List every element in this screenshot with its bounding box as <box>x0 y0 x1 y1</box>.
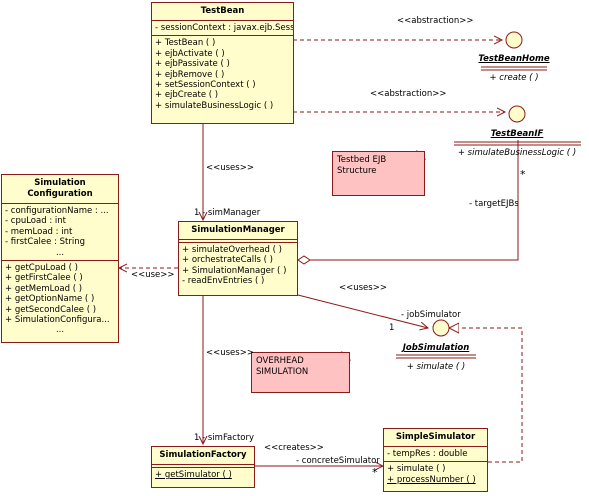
attribute: - cpuLoad : int <box>5 216 66 227</box>
attribute: ... <box>55 247 65 258</box>
simulation-factory-class[interactable]: SimulationFactory + getSimulator ( ) <box>151 446 255 488</box>
uses-jobsim-line <box>293 293 428 328</box>
note-line: OVERHEAD <box>256 356 304 366</box>
jobsimulation-name: JobSimulation <box>402 343 470 353</box>
creates-label: <<creates>> <box>264 443 324 453</box>
multiplicity-label: * <box>372 466 378 479</box>
operation: + ejbPassivate ( ) <box>155 59 230 70</box>
attribute: - memLoad : int <box>5 226 73 237</box>
jobsimulation-operation: + simulate ( ) <box>406 362 466 372</box>
simulation-manager-class[interactable]: SimulationManager + simulateOverhead ( )… <box>178 221 298 296</box>
uses-label: <<uses>> <box>206 163 254 173</box>
realization-line <box>449 328 523 463</box>
role-label: - concreteSimulator <box>296 456 380 466</box>
uses-label: <<uses>> <box>339 283 387 293</box>
operation: + SimulationManager ( ) <box>182 265 287 276</box>
targetejbs-line <box>298 140 519 261</box>
operation: + simulateBusinessLogic ( ) <box>155 100 274 111</box>
operation: + getCpuLoad ( ) <box>5 263 78 274</box>
note-line: Structure <box>337 165 377 176</box>
simconfig-operations: + getCpuLoad ( ) + getFirstCalee ( ) + g… <box>2 261 118 338</box>
simmanager-operations: + simulateOverhead ( ) + orchestrateCall… <box>179 243 297 289</box>
simfactory-name: SimulationFactory <box>152 447 254 465</box>
simmanager-attributes <box>179 240 297 243</box>
testbeanif-icon <box>508 105 526 123</box>
operation: + ejbRemove ( ) <box>155 69 225 80</box>
note-line: SIMULATION <box>256 366 309 377</box>
operation: + setSessionContext ( ) <box>155 80 256 91</box>
operation: ... <box>55 325 65 336</box>
simconfig-name: Simulation Configuration <box>2 175 118 204</box>
note-line: Testbed EJB <box>337 155 387 165</box>
simplesimulator-name: SimpleSimulator <box>384 429 487 447</box>
operation: + ejbCreate ( ) <box>155 90 219 101</box>
use-label: <<use>> <box>131 270 175 280</box>
simple-simulator-class[interactable]: SimpleSimulator - tempRes : double + sim… <box>383 428 488 492</box>
operation: + getSimulator ( ) <box>155 470 232 480</box>
operation: + simulate ( ) <box>387 464 446 475</box>
operation: + getSecondCalee ( ) <box>5 304 97 315</box>
testbean-name: TestBean <box>152 3 293 21</box>
abstraction-label: <<abstraction>> <box>370 89 447 99</box>
jobsimulation-interface[interactable]: JobSimulation + simulate ( ) <box>390 343 482 373</box>
attribute: - tempRes : double <box>387 449 468 459</box>
note-testbed: Testbed EJB Structure <box>332 151 425 196</box>
testbean-class[interactable]: TestBean - sessionContext : javax.ejb.Se… <box>151 2 294 124</box>
operation: + orchestrateCalls ( ) <box>182 255 273 266</box>
simulation-configuration-class[interactable]: Simulation Configuration - configuration… <box>1 174 119 343</box>
abstraction-label: <<abstraction>> <box>397 16 474 26</box>
attribute: - firstCalee : String <box>5 237 85 248</box>
attribute: - sessionContext : javax.ejb.SessionCont… <box>155 23 293 33</box>
simplesimulator-operations: + simulate ( ) + processNumber ( ) <box>384 462 487 487</box>
operation: + getMemLoad ( ) <box>5 283 83 294</box>
simfactory-operations: + getSimulator ( ) <box>152 468 254 482</box>
testbeanif-name: TestBeanIF <box>490 129 544 139</box>
multiplicity-label: * <box>520 168 526 181</box>
testbean-operations: + TestBean ( ) + ejbActivate ( ) + ejbPa… <box>152 36 293 113</box>
simplesimulator-attributes: - tempRes : double <box>384 447 487 463</box>
role-label: - targetEJBs <box>469 199 519 209</box>
uses-label: <<uses>> <box>206 348 254 358</box>
testbeanhome-name: TestBeanHome <box>478 54 550 64</box>
role-label: 1 - simFactory <box>194 433 254 443</box>
attribute: - configurationName : ... <box>5 206 109 216</box>
testbeanhome-interface[interactable]: TestBeanHome + create ( ) <box>474 54 554 84</box>
operation: + ejbActivate ( ) <box>155 48 225 59</box>
operation: + getFirstCalee ( ) <box>5 273 83 284</box>
note-overhead: OVERHEAD SIMULATION <box>251 352 350 393</box>
testbeanif-interface[interactable]: TestBeanIF + simulateBusinessLogic ( ) <box>450 129 584 159</box>
simmanager-name: SimulationManager <box>179 222 297 240</box>
operation: + TestBean ( ) <box>155 38 216 49</box>
testbeanif-operation: + simulateBusinessLogic ( ) <box>457 148 577 158</box>
testbeanhome-icon <box>505 31 523 49</box>
simconfig-name-line1: Simulation <box>34 178 86 188</box>
operation: + getOptionName ( ) <box>5 294 95 305</box>
aggregation-diamond <box>297 255 311 265</box>
operation: + simulateOverhead ( ) <box>182 245 282 255</box>
multiplicity-label: 1 <box>389 323 395 333</box>
simfactory-attributes <box>152 465 254 468</box>
jobsimulation-icon <box>432 319 450 337</box>
operation: + SimulationConfigura... <box>5 315 110 326</box>
testbean-attributes: - sessionContext : javax.ejb.SessionCont… <box>152 21 293 37</box>
role-label: - jobSimulator <box>401 310 461 320</box>
operation: - readEnvEntries ( ) <box>182 276 265 287</box>
testbeanhome-operation: + create ( ) <box>489 73 539 83</box>
operation: + processNumber ( ) <box>387 474 476 485</box>
simconfig-attributes: - configurationName : ... - cpuLoad : in… <box>2 204 118 262</box>
role-label: 1 - simManager <box>194 208 261 218</box>
simconfig-name-line2: Configuration <box>27 189 93 199</box>
